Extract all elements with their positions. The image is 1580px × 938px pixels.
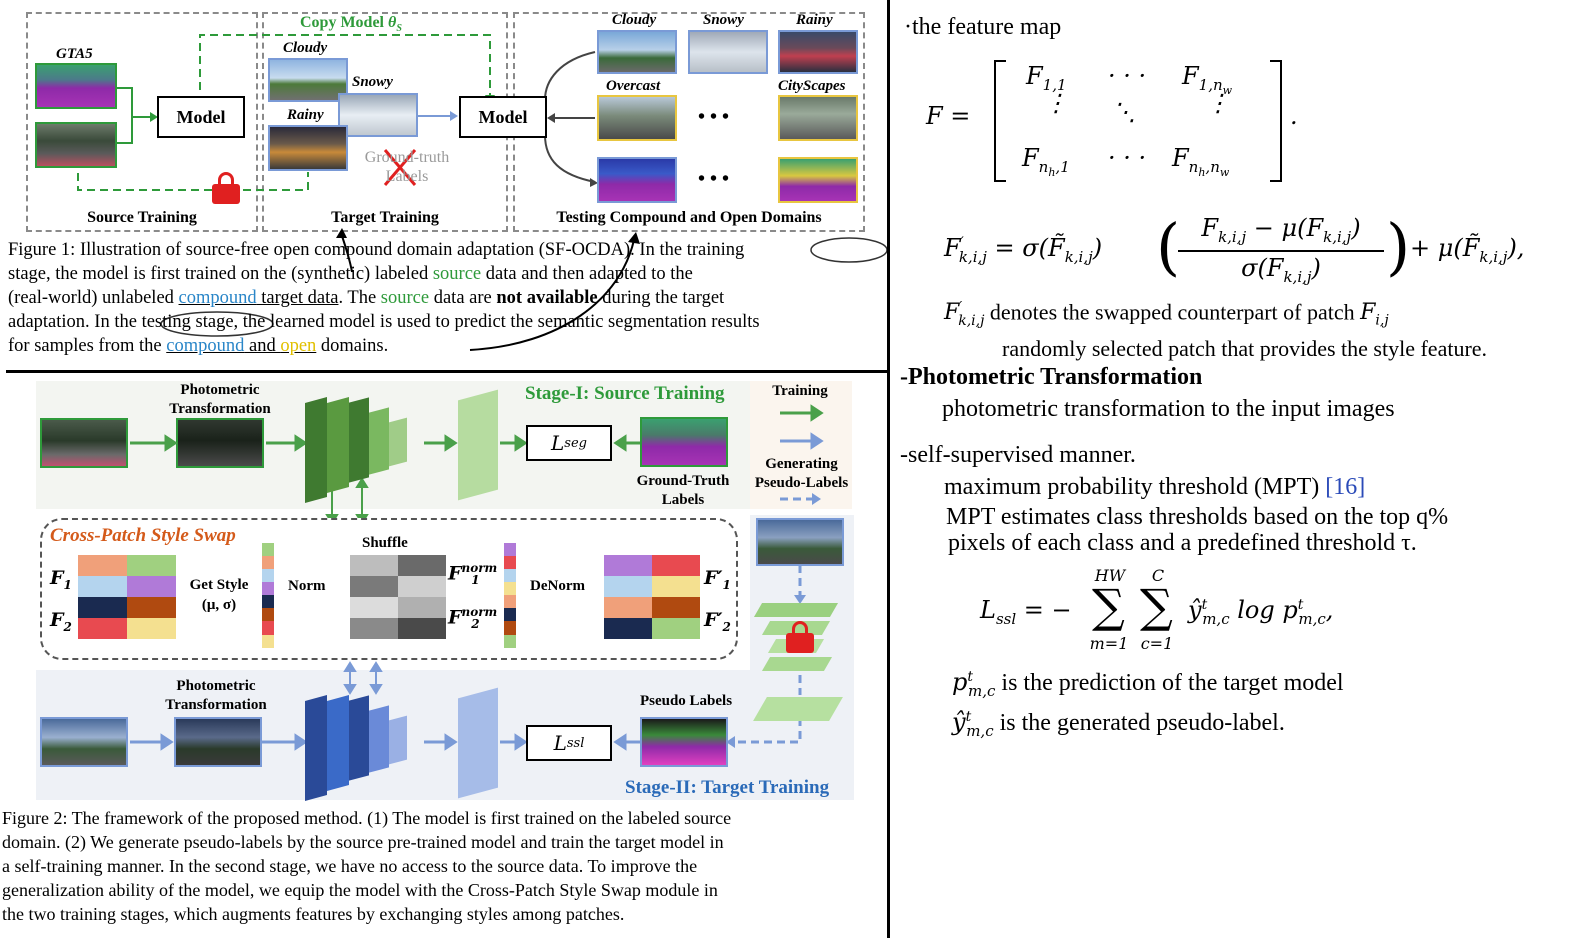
pseudo-labels-label: Pseudo Labels: [639, 693, 733, 709]
figure-2: Photometric Transformation Stage-I: Sour…: [0, 375, 886, 805]
swap-description: F′k,i,j denotes the swapped counterpart …: [944, 299, 1488, 361]
self-supervised-heading: -self-supervised manner.: [900, 442, 1136, 468]
f2-patches: [78, 597, 176, 639]
get-style-label: Get Style (μ, σ): [189, 577, 249, 613]
gta5-image-thumb: [35, 122, 117, 168]
stage2-transformed-thumb: [174, 717, 262, 767]
cloudy-label: Cloudy: [283, 40, 328, 56]
f2-prime-label: F′2: [704, 609, 731, 634]
prediction-dots: • • •: [698, 168, 730, 190]
cpss-title: Cross-Patch Style Swap: [50, 525, 236, 546]
cityscapes-label: CityScapes: [778, 78, 846, 94]
overcast-label: Overcast: [606, 78, 661, 94]
legend-training: Training: [772, 383, 828, 399]
target-training-label: Target Training: [331, 209, 439, 226]
stage1-transformed-thumb: [176, 418, 264, 468]
f2-prime-patches: [604, 597, 700, 639]
figure-1: Copy Model θS GTA5 Model Source Training: [0, 0, 890, 360]
p-description: ptm,c is the prediction of the target mo…: [952, 668, 1344, 700]
test-cloudy-thumb: [597, 30, 677, 74]
copy-model-label: Copy Model θS: [300, 14, 402, 35]
mpt-line-3: pixels of each class and a predefined th…: [948, 530, 1417, 556]
legend-background: [750, 381, 852, 509]
snowy-thumb: [338, 93, 418, 137]
style-swap-equation: F′k,i,j = σ(F̃k,i,j) ( Fk,i,j − μ(Fk,i,j…: [944, 210, 1525, 286]
figure-2-caption: Figure 2: The framework of the proposed …: [2, 808, 732, 924]
normalized-patches: [350, 555, 446, 639]
source-training-panel: [26, 12, 258, 232]
fig1-arrows: [77, 34, 888, 351]
f1-label: F1: [50, 567, 72, 592]
stage1-encoder: [305, 385, 425, 505]
shuffled-stats-strip: [504, 543, 516, 649]
mpt-line-1: maximum probability threshold (MPT) [16]: [944, 474, 1366, 500]
feature-matrix-equation: F = F1,1 · · · F1,nw ⋮ ⋱ ⋮ Fnh,1 · · · F…: [926, 58, 1326, 182]
lssl-equation: Lssl = − HW ∑ m=1 C ∑ c=1 ŷtm,c log ptm,…: [980, 566, 1334, 653]
frozen-lock-icon: [786, 621, 814, 653]
compound-prediction-thumb: [597, 157, 677, 203]
pseudo-labels-thumb: [640, 717, 728, 767]
denorm-label: DeNorm: [530, 578, 585, 594]
rainy-label: Rainy: [287, 107, 324, 123]
test-snowy-label: Snowy: [703, 12, 744, 28]
snowy-label: Snowy: [352, 74, 393, 90]
stage1-title: Stage-I: Source Training: [525, 383, 725, 404]
stage2-title: Stage-II: Target Training: [625, 777, 830, 798]
test-cloudy-label: Cloudy: [612, 12, 657, 28]
f1-norm-label: Fnorm1: [448, 561, 498, 588]
test-rainy-label: Rainy: [796, 12, 833, 28]
style-stats-strip: [262, 543, 274, 649]
feature-map-heading: ·the feature map: [904, 14, 1062, 40]
legend-generating: Generating Pseudo-Labels: [754, 456, 849, 491]
source-training-label: Source Training: [87, 209, 197, 226]
source-decoder-slab: [753, 697, 843, 721]
stage2-decoder: [458, 687, 498, 799]
cityscapes-thumb: [778, 95, 858, 141]
shuffle-label: Shuffle: [362, 535, 408, 551]
open-domain-dots: • • •: [698, 106, 730, 128]
y-description: ŷtm,c is the generated pseudo-label.: [952, 708, 1285, 740]
rainy-thumb: [268, 125, 348, 171]
ground-truth-labels-struck: Ground-truth Labels: [364, 149, 450, 185]
open-prediction-thumb: [778, 157, 858, 203]
ground-truth-label: Ground-Truth Labels: [636, 473, 730, 508]
stage2-encoder: [305, 683, 425, 803]
horizontal-divider: [6, 370, 888, 373]
stage1-decoder: [458, 389, 498, 501]
target-input-thumb: [756, 518, 844, 566]
target-model-box: Model: [459, 96, 547, 138]
vertical-divider: [887, 0, 890, 938]
stage1-input-thumb: [40, 418, 128, 468]
overcast-thumb: [597, 95, 677, 141]
f2-norm-label: Fnorm2: [448, 605, 498, 632]
f2-label: F2: [50, 609, 72, 634]
source-model-box: Model: [157, 96, 245, 138]
f1-prime-patches: [604, 555, 700, 597]
mpt-line-2: MPT estimates class thresholds based on …: [946, 504, 1449, 530]
norm-label: Norm: [288, 578, 326, 594]
gta5-segmentation-thumb: [35, 63, 117, 109]
gta5-label: GTA5: [56, 46, 93, 62]
source-lock-icon: [212, 172, 240, 204]
stage1-photometric-label: Photometric Transformation: [169, 382, 271, 417]
photometric-description: photometric transformation to the input …: [942, 396, 1395, 422]
stage2-photometric-label: Photometric Transformation: [165, 678, 267, 713]
figure-1-caption: Figure 1: Illustration of source-free op…: [8, 240, 760, 356]
f1-prime-label: F′1: [704, 567, 731, 592]
photometric-heading: -Photometric Transformation: [900, 364, 1203, 390]
ground-truth-thumb: [640, 417, 728, 467]
testing-label: Testing Compound and Open Domains: [556, 209, 822, 226]
cloudy-thumb: [268, 58, 348, 102]
test-snowy-thumb: [688, 30, 768, 74]
test-rainy-thumb: [778, 30, 858, 74]
f1-patches: [78, 555, 176, 597]
stage2-input-thumb: [40, 717, 128, 767]
